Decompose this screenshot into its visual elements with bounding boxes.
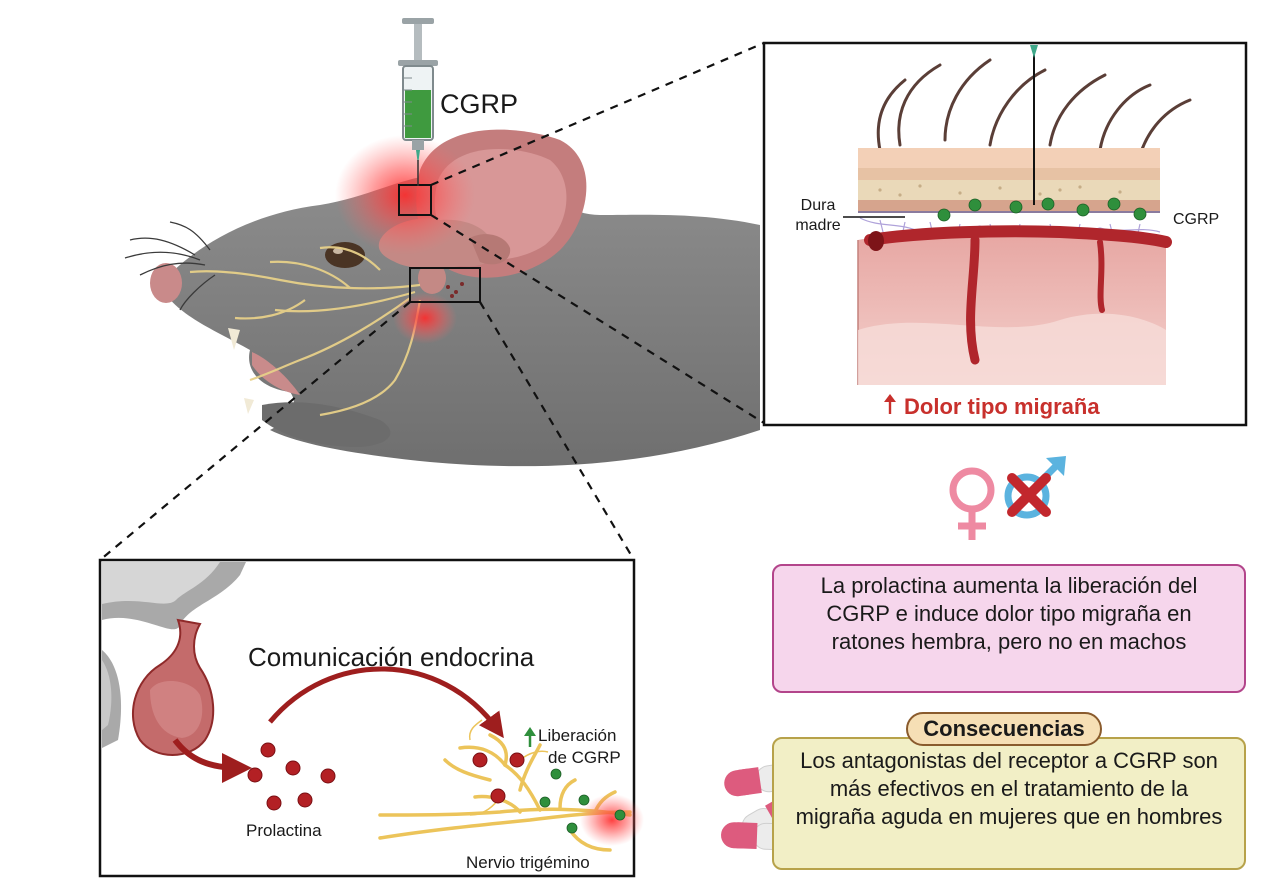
release-label-line1: Liberación [538,726,616,745]
info-text: La prolactina aumenta la liberación del … [820,573,1198,654]
up-arrow-icon [524,727,536,747]
consequences-text: Los antagonistas del receptor a CGRP son… [795,748,1223,829]
dura-label-line1: Dura [801,197,836,214]
female-symbol-icon [949,467,995,540]
consequences-title: Consecuencias [906,712,1102,746]
dura-label-line2: madre [795,217,840,234]
mouse-head [124,129,760,467]
cgrp-label-right: CGRP [1173,211,1219,228]
prolactin-label: Prolactina [246,821,322,840]
release-label-line2: de CGRP [548,748,621,767]
dura-inset [762,41,1248,427]
consequences-box: Los antagonistas del receptor a CGRP son… [772,737,1246,870]
syringe-icon [398,18,438,186]
injection-label: CGRP [440,89,518,119]
endocrine-inset [98,558,644,878]
nerve-label: Nervio trigémino [466,853,590,872]
up-arrow-icon [884,394,896,414]
cross-mark-icon [1007,473,1051,517]
endocrine-label: Comunicación endocrina [248,642,535,672]
zoom-lines [99,41,765,561]
pain-label: Dolor tipo migraña [904,394,1100,419]
info-box: La prolactina aumenta la liberación del … [772,564,1246,693]
